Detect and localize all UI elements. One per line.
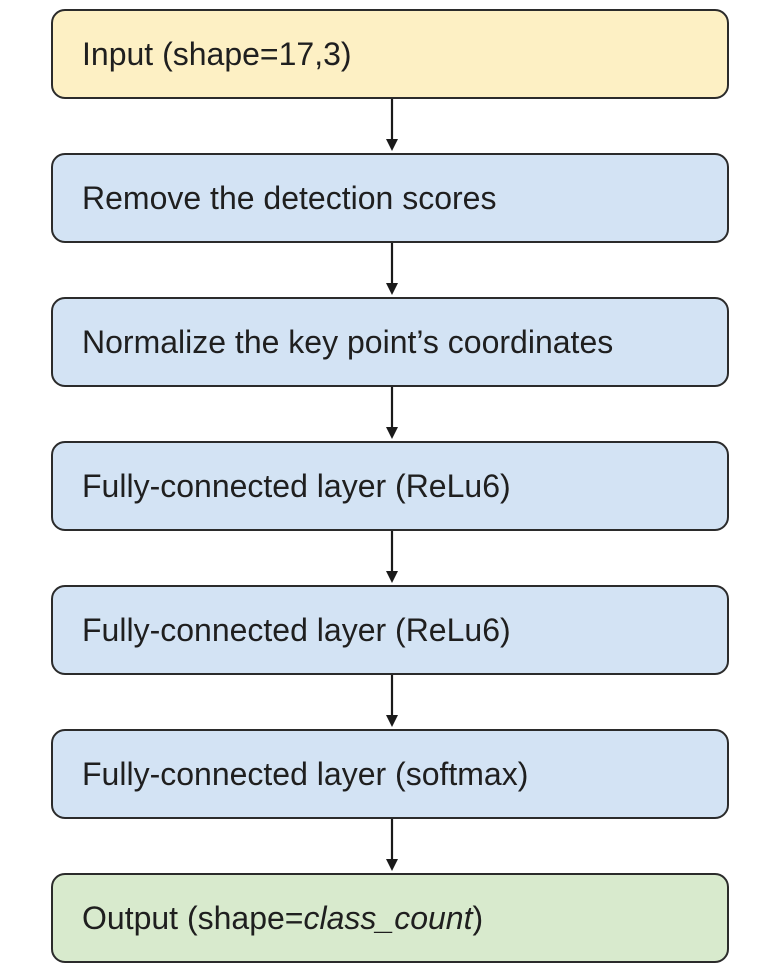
normalize-step-box: Normalize the key point’s coordinates [51,297,729,387]
output-label-suffix: ) [472,899,484,936]
input-step-box: Input (shape=17,3) [51,9,729,99]
output-label-italic: class_count [303,899,473,936]
arrow-fc2-to-fc3 [0,675,782,729]
fc2-step-label: Fully-connected layer (ReLu6) [82,611,511,648]
arrow-normalize-to-fc1 [0,387,782,441]
fc2-step-box: Fully-connected layer (ReLu6) [51,585,729,675]
output-step-box: Output (shape=class_count) [51,873,729,963]
arrow-fc1-to-fc2 [0,531,782,585]
fc3-step-box: Fully-connected layer (softmax) [51,729,729,819]
input-step-label: Input (shape=17,3) [82,35,352,72]
remove-scores-step-label: Remove the detection scores [82,179,497,216]
arrow-fc3-to-output [0,819,782,873]
fc1-step-label: Fully-connected layer (ReLu6) [82,467,511,504]
arrow-input-to-remove [0,99,782,153]
fc3-step-label: Fully-connected layer (softmax) [82,755,529,792]
normalize-step-label: Normalize the key point’s coordinates [82,323,614,360]
output-label-prefix: Output (shape= [82,899,304,936]
fc1-step-box: Fully-connected layer (ReLu6) [51,441,729,531]
remove-scores-step-box: Remove the detection scores [51,153,729,243]
arrow-remove-to-normalize [0,243,782,297]
output-step-label: Output (shape=class_count) [82,900,483,937]
